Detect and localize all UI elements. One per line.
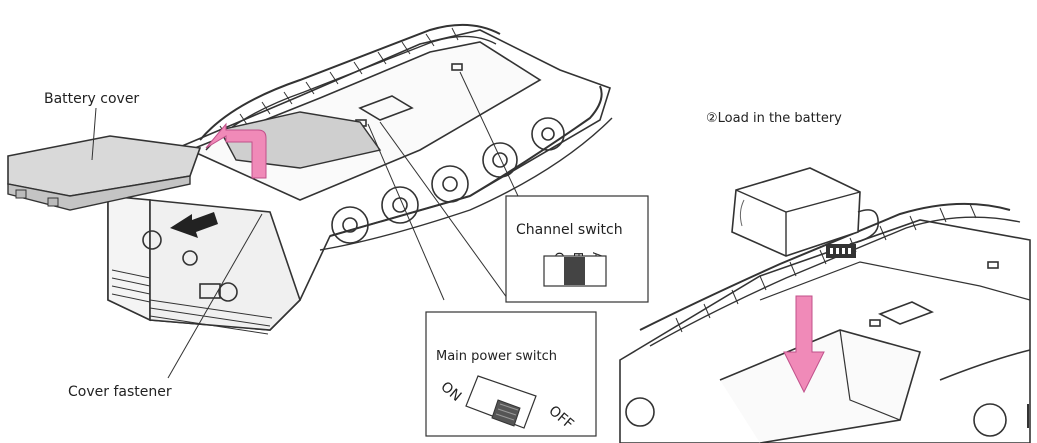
cover-fastener-leader [167,213,263,379]
battery-connector [826,244,856,258]
main-power-switch-label: Main power switch [436,349,557,364]
arrow-left-icon [170,212,218,238]
step-two-label: ②Load in the battery [706,111,842,126]
switch-leaders [367,71,519,303]
channel-switch-label: Channel switch [516,222,623,238]
arrow-down-icon [783,295,825,394]
battery-cover-label: Battery cover [44,91,139,107]
cover-fastener-label: Cover fastener [68,384,172,400]
channel-switch-callout: Channel switch C B A [505,195,649,303]
battery-pack [731,167,879,258]
battery-cover-part [7,135,202,211]
main-power-switch-callout: Main power switch ON OFF [425,311,597,437]
vehicle-right [619,202,1031,443]
channel-switch-slider [564,257,585,285]
arrow-up-curve-icon [205,122,267,179]
battery-cover-leader [91,107,97,161]
